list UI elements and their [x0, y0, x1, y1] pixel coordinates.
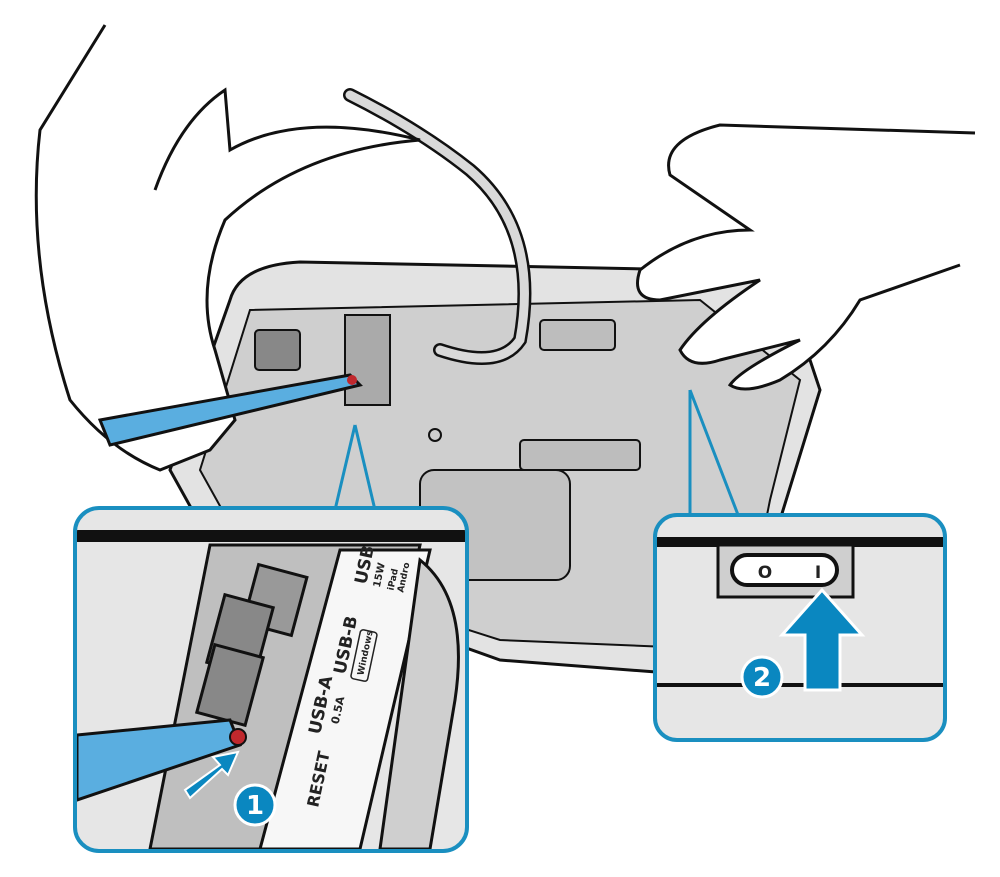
usb-c-rating: 15W [372, 562, 388, 589]
callout-power-switch-detail: O I 2 [653, 513, 947, 742]
usb-c-badge-line1: iPad [387, 568, 401, 592]
step-1-number: 1 [246, 791, 264, 821]
reset-pin-tool [97, 373, 363, 447]
switch-off-label: O [758, 563, 772, 583]
switch-on-label: I [815, 563, 821, 583]
power-switch[interactable] [730, 553, 839, 587]
left-hand [34, 24, 421, 472]
arrow-up-icon [778, 587, 866, 692]
arrow-to-reset-icon [183, 750, 240, 800]
callout-ports-detail: RESET USB-A 0.5A USB-B Windows USB 15W i… [73, 506, 469, 853]
step-2-badge [740, 655, 784, 699]
step-1-badge [233, 783, 277, 827]
right-hand [636, 123, 976, 391]
step-2-number: 2 [753, 663, 771, 693]
usb-a-rating: 0.5A [329, 695, 348, 726]
